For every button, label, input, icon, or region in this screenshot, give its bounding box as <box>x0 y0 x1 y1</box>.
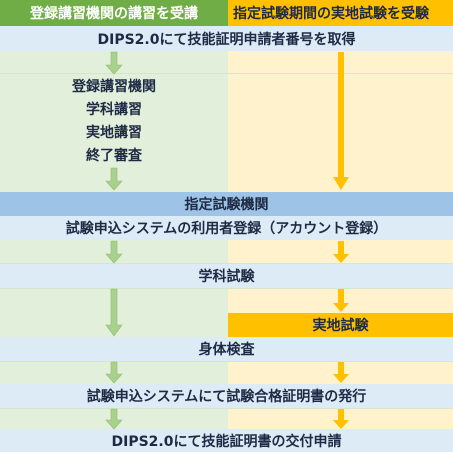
step-apply-license: DIPS2.0にて技能証明書の交付申請 <box>0 429 453 452</box>
row-line <box>0 408 453 409</box>
long-down-arrow-icon <box>105 288 123 337</box>
course-item-label: 登録講習機関 <box>72 79 156 95</box>
down-arrow-icon <box>105 240 123 264</box>
left-track-header: 登録講習機関の講習を受講 <box>0 0 228 26</box>
row-line <box>0 73 453 74</box>
step-issue-certificate: 試験申込システムにて試験合格証明書の発行 <box>0 384 453 408</box>
down-arrow-icon <box>333 362 349 383</box>
course-item-label: 終了審査 <box>86 148 142 164</box>
designated-exam-body-band: 指定試験機関 <box>0 192 453 216</box>
step-written-exam: 学科試験 <box>0 264 453 288</box>
step-dips-number: DIPS2.0にて技能証明申請者番号を取得 <box>0 26 453 51</box>
down-arrow-icon <box>333 409 349 429</box>
course-item: 登録講習機関 <box>0 75 228 97</box>
designated-exam-body-text: 指定試験機関 <box>184 197 269 213</box>
course-item: 学科講習 <box>0 98 228 120</box>
step-dips-number-text: DIPS2.0にて技能証明申請者番号を取得 <box>97 31 356 48</box>
step-apply-license-text: DIPS2.0にて技能証明書の交付申請 <box>111 433 342 450</box>
step-written-exam-text: 学科試験 <box>198 269 255 285</box>
course-item: 終了審査 <box>0 144 228 166</box>
step-practical-exam: 実地試験 <box>228 313 453 337</box>
step-practical-exam-text: 実地試験 <box>312 318 369 334</box>
step-physical-exam-text: 身体検査 <box>198 342 255 358</box>
down-arrow-icon <box>333 241 349 263</box>
row-line <box>0 288 453 289</box>
course-item-label: 学科講習 <box>86 102 142 118</box>
step-physical-exam: 身体検査 <box>0 337 453 361</box>
left-track-header-text: 登録講習機関の講習を受講 <box>30 6 198 22</box>
row-line <box>0 263 453 264</box>
down-arrow-icon <box>105 51 123 75</box>
down-arrow-icon <box>333 289 349 312</box>
right-track-header-text: 指定試験期間の実地試験を受験 <box>233 6 429 22</box>
long-down-arrow-icon <box>333 52 349 190</box>
step-register-account: 試験申込システムの利用者登録（アカウント登録） <box>0 216 453 240</box>
row-line <box>0 361 453 362</box>
course-item-label: 実地講習 <box>86 125 142 141</box>
step-register-account-text: 試験申込システムの利用者登録（アカウント登録） <box>65 221 388 237</box>
right-track-header: 指定試験期間の実地試験を受験 <box>228 0 453 26</box>
down-arrow-icon <box>105 167 123 191</box>
down-arrow-icon <box>105 361 123 384</box>
down-arrow-icon <box>105 408 123 430</box>
step-issue-certificate-text: 試験申込システムにて試験合格証明書の発行 <box>86 389 367 405</box>
course-item: 実地講習 <box>0 121 228 143</box>
